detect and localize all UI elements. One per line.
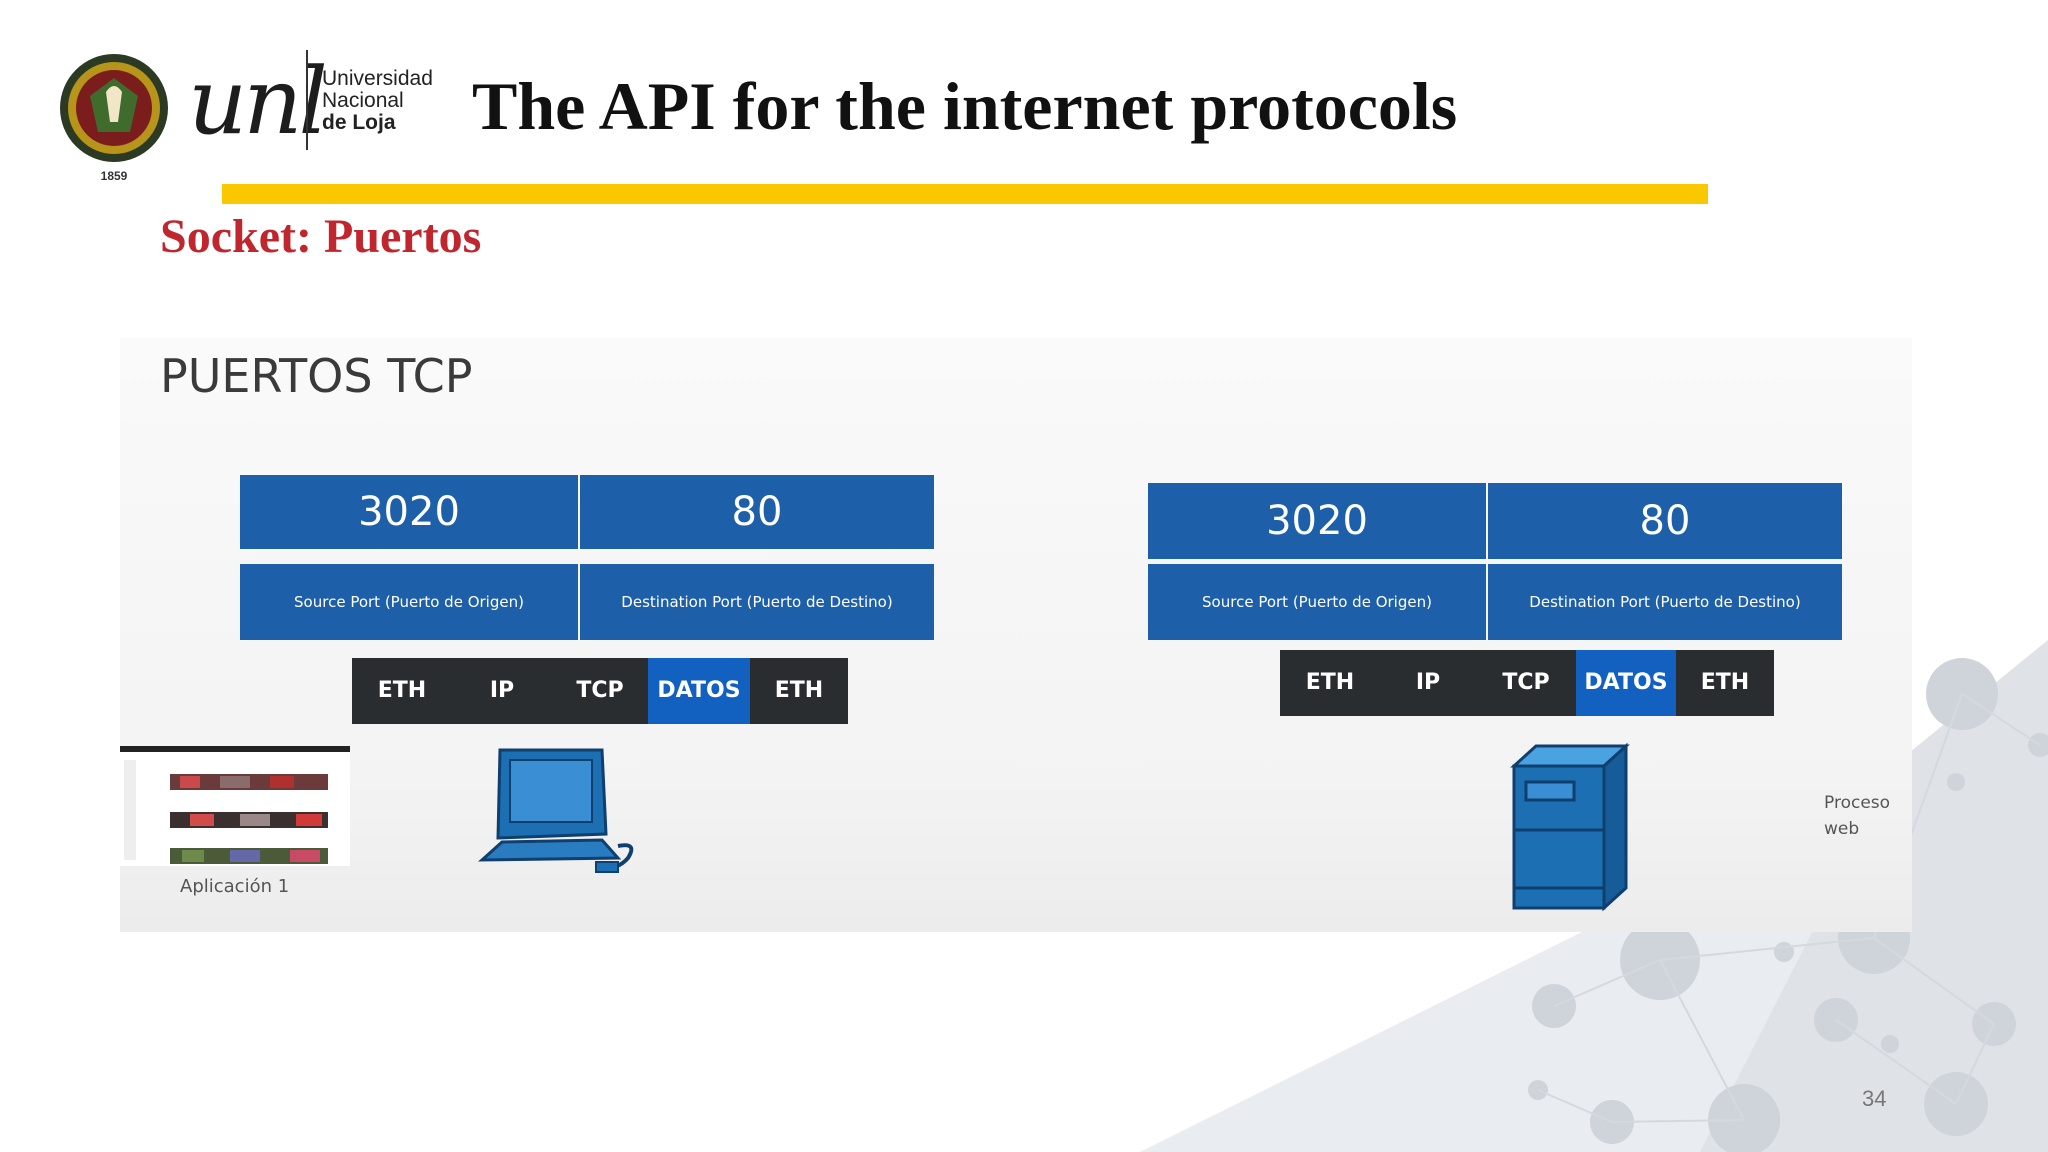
seal-year: 1859 <box>101 169 128 183</box>
application-thumbnail <box>120 746 350 866</box>
left-frame-tcp: TCP <box>552 658 648 724</box>
right-dest-port-number: 80 <box>1639 498 1691 544</box>
process-label-line1: Proceso <box>1824 793 1891 813</box>
right-source-label-box: Source Port (Puerto de Origen) <box>1148 564 1486 640</box>
right-dest-label-box: Destination Port (Puerto de Destino) <box>1488 564 1842 640</box>
right-source-port-label: Source Port (Puerto de Origen) <box>1202 593 1432 611</box>
right-frame-tcp: TCP <box>1476 650 1576 716</box>
right-frame-eth: ETH <box>1280 650 1380 716</box>
left-packet-frame: ETH IP TCP DATOS ETH <box>352 658 848 724</box>
left-source-port-box: 3020 <box>240 475 578 549</box>
process-label: Proceso web <box>1824 790 1914 842</box>
left-dest-port-box: 80 <box>580 475 934 549</box>
university-name-line2: Nacional <box>322 89 404 112</box>
title-underline <box>222 184 1708 204</box>
slide-title: The API for the internet protocols <box>472 68 1458 144</box>
page-number: 34 <box>1862 1086 1887 1111</box>
unl-wordmark: unl <box>188 48 328 155</box>
process-label-line2: web <box>1824 819 1860 839</box>
left-dest-label-box: Destination Port (Puerto de Destino) <box>580 564 934 640</box>
left-frame-eth-trailer: ETH <box>750 658 848 724</box>
university-name-line1: Universidad <box>322 67 433 90</box>
logo-divider <box>306 50 308 150</box>
right-frame-eth-trailer: ETH <box>1676 650 1774 716</box>
server-icon <box>1510 742 1630 912</box>
left-source-label-box: Source Port (Puerto de Origen) <box>240 564 578 640</box>
left-source-port-number: 3020 <box>358 489 460 535</box>
right-frame-ip: IP <box>1380 650 1476 716</box>
university-seal-icon: 1859 <box>60 54 168 183</box>
diagram-heading: PUERTOS TCP <box>160 349 473 403</box>
right-dest-port-label: Destination Port (Puerto de Destino) <box>1529 593 1801 611</box>
video-grid-thumbnail-icon <box>124 760 328 864</box>
right-packet-frame: ETH IP TCP DATOS ETH <box>1280 650 1774 716</box>
slide-subtitle: Socket: Puertos <box>160 210 482 263</box>
left-frame-eth: ETH <box>352 658 452 724</box>
right-frame-datos: DATOS <box>1576 650 1676 716</box>
university-name-line3: de Loja <box>322 111 396 134</box>
left-frame-datos: DATOS <box>648 658 750 724</box>
computer-icon <box>478 748 634 873</box>
right-source-port-box: 3020 <box>1148 483 1486 559</box>
unl-logo: unl Universidad Nacional de Loja <box>178 46 438 156</box>
left-dest-port-number: 80 <box>731 489 783 535</box>
application-label: Aplicación 1 <box>180 876 290 897</box>
right-dest-port-box: 80 <box>1488 483 1842 559</box>
left-dest-port-label: Destination Port (Puerto de Destino) <box>621 593 893 611</box>
right-source-port-number: 3020 <box>1266 498 1368 544</box>
left-frame-ip: IP <box>452 658 552 724</box>
university-name: Universidad Nacional de Loja <box>322 68 433 134</box>
left-source-port-label: Source Port (Puerto de Origen) <box>294 593 524 611</box>
